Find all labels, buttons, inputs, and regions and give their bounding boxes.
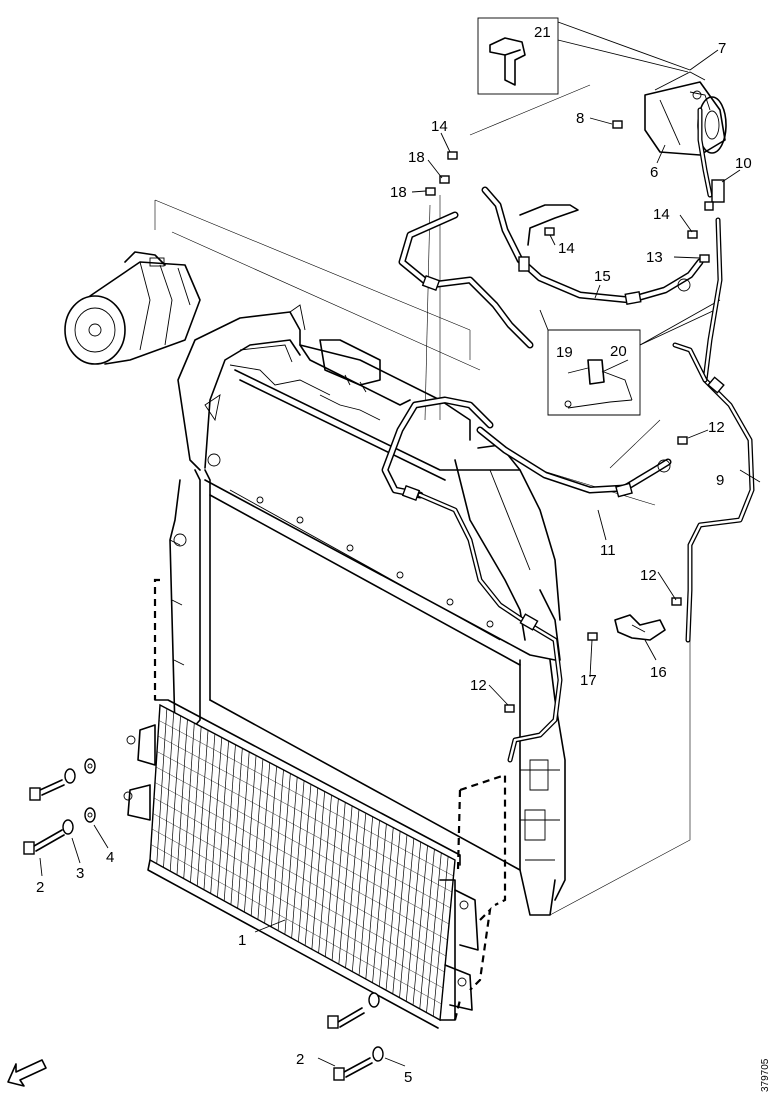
- callout-7: 7: [718, 40, 726, 57]
- callout-1: 1: [238, 932, 246, 949]
- callout-2-left: 2: [36, 879, 44, 896]
- callout-12-right: 12: [708, 419, 725, 436]
- callout-6: 6: [650, 164, 658, 181]
- callout-19: 19: [556, 344, 573, 361]
- small-screws: [425, 120, 714, 713]
- callout-5: 5: [404, 1069, 412, 1086]
- callout-21: 21: [534, 24, 551, 41]
- bolt-upper-left: [29, 758, 96, 801]
- callout-10: 10: [735, 155, 752, 172]
- bolt-lower-right-1: [327, 992, 380, 1029]
- callout-17: 17: [580, 672, 597, 689]
- alignment-lines: [153, 84, 691, 1021]
- callout-14-right: 14: [653, 206, 670, 223]
- pipe-brackets: [519, 204, 666, 641]
- compressor-left: [64, 251, 201, 365]
- callout-3: 3: [76, 865, 84, 882]
- callout-20: 20: [610, 343, 627, 360]
- callout-4: 4: [106, 849, 114, 866]
- reference-number: 379705: [760, 1058, 771, 1092]
- compressor-right: [644, 71, 727, 156]
- callout-labels: 1 2 3 4 2 5 6 7 8 9 10 11 12 12 12 13 14…: [36, 24, 752, 1086]
- switch-detail-box: [539, 299, 721, 416]
- bolt-lower-left: [23, 807, 96, 855]
- bracket-detail-box: [477, 17, 691, 95]
- front-direction-arrow-icon: [7, 1059, 47, 1087]
- callout-18-left: 18: [390, 184, 407, 201]
- radiator-support-frame: [169, 304, 566, 916]
- callout-12-mid: 12: [640, 567, 657, 584]
- callout-14-mid: 14: [558, 240, 575, 257]
- callout-8: 8: [576, 110, 584, 127]
- callout-18-top: 18: [408, 149, 425, 166]
- callout-12-low: 12: [470, 677, 487, 694]
- callout-13: 13: [646, 249, 663, 266]
- callout-16: 16: [650, 664, 667, 681]
- callout-2-bottom: 2: [296, 1051, 304, 1068]
- refrigerant-hoses: [381, 107, 755, 763]
- bolt-lower-right-2: [333, 1046, 384, 1081]
- callout-15: 15: [594, 268, 611, 285]
- callout-9: 9: [716, 472, 724, 489]
- condenser: [123, 699, 479, 1029]
- callout-14-top: 14: [431, 118, 448, 135]
- callout-11: 11: [600, 542, 616, 559]
- callout-leaders: [39, 49, 761, 1067]
- fasteners: [23, 120, 714, 1081]
